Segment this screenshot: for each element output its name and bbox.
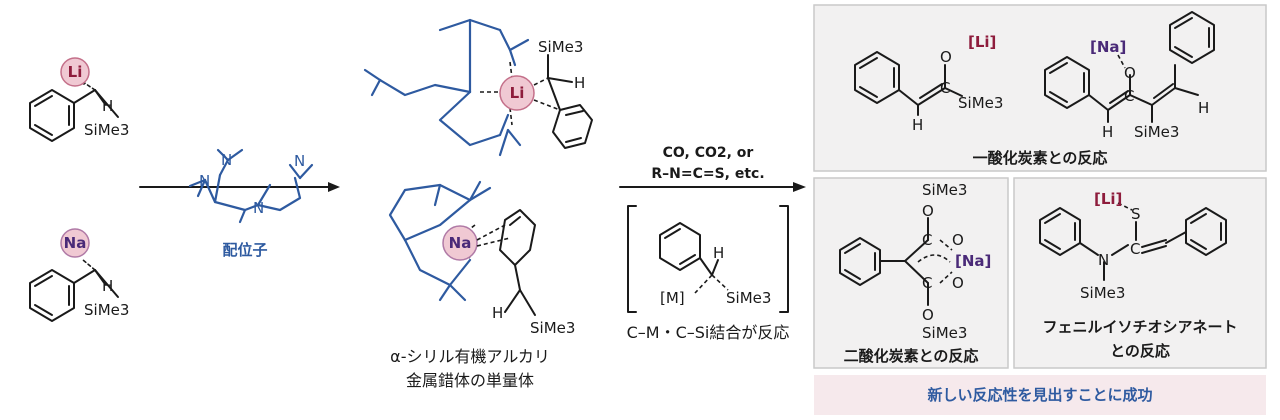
h-atom-label: H bbox=[492, 304, 503, 322]
silyl-label: SiMe3 bbox=[84, 301, 129, 319]
success-banner bbox=[814, 375, 1266, 415]
h-atom-label: H bbox=[574, 74, 585, 92]
itc-panel-title-line1: フェニルイソチオシアネート bbox=[1042, 318, 1237, 336]
co-product-li: O C H SiMe3 [Li] bbox=[854, 33, 1003, 134]
co2-panel-title: 二酸化炭素との反応 bbox=[844, 347, 979, 365]
silyl-label: SiMe3 bbox=[958, 94, 1003, 112]
lithium-label: Li bbox=[510, 84, 525, 102]
ligand-structure: N N N N bbox=[188, 148, 314, 224]
sodium-tag: [Na] bbox=[955, 252, 991, 270]
silyl-label: SiMe3 bbox=[1134, 123, 1179, 141]
h-atom-label: H bbox=[1198, 99, 1209, 117]
intermediate-bracket: [M] H SiMe3 bbox=[627, 205, 789, 313]
silyl-label: SiMe3 bbox=[84, 121, 129, 139]
lithium-tag: [Li] bbox=[968, 33, 996, 51]
silyl-label: SiMe3 bbox=[530, 319, 575, 337]
success-banner-text: 新しい反応性を見出すことに成功 bbox=[927, 386, 1152, 404]
nitrogen-label: N bbox=[1098, 251, 1109, 269]
oxygen-label: O bbox=[922, 306, 934, 324]
sodium-complex: Na H SiMe3 bbox=[388, 180, 575, 337]
carbon-label: C bbox=[1124, 87, 1134, 105]
silyl-label: SiMe3 bbox=[538, 38, 583, 56]
metal-m-label: [M] bbox=[660, 289, 685, 307]
ligand-caption: 配位子 bbox=[222, 241, 267, 259]
ligand-n-atom: N bbox=[199, 172, 210, 190]
silyl-label: SiMe3 bbox=[726, 289, 771, 307]
sodium-atom-circle bbox=[442, 225, 478, 261]
sodium-atom-circle bbox=[60, 228, 90, 258]
carbon-label: C bbox=[1130, 240, 1140, 258]
reagents-line1: CO, CO2, or bbox=[663, 145, 754, 161]
benzyl-sodium-reactant: Na H SiMe3 bbox=[29, 228, 129, 322]
h-atom-label: H bbox=[102, 277, 113, 295]
co-product-na: O C H H SiMe3 [Na] bbox=[1044, 11, 1215, 141]
lithium-label: Li bbox=[68, 63, 83, 81]
main-arrow-head bbox=[793, 182, 806, 192]
ligand-n-atom: N bbox=[221, 151, 232, 169]
ligand-n-atom: N bbox=[294, 152, 305, 170]
cleavage-caption: C–M・C–Si結合が反応 bbox=[627, 323, 790, 342]
reagents-line2: R–N=C=S, etc. bbox=[651, 166, 764, 182]
carbon-label: C bbox=[940, 79, 950, 97]
complex-caption-line2: 金属錯体の単量体 bbox=[406, 371, 534, 390]
h-atom-label: H bbox=[912, 116, 923, 134]
carbon-label: C bbox=[922, 274, 932, 292]
oxygen-label: O bbox=[952, 274, 964, 292]
silyl-label: SiMe3 bbox=[1080, 284, 1125, 302]
carbon-label: C bbox=[922, 231, 932, 249]
h-atom-label: H bbox=[1102, 123, 1113, 141]
sodium-tag: [Na] bbox=[1090, 38, 1126, 56]
itc-panel-title-line2: との反応 bbox=[1110, 342, 1170, 360]
lithium-atom-circle bbox=[499, 75, 535, 111]
co2-product: SiMe3 O C O C O O SiMe3 [Na] bbox=[839, 181, 991, 342]
sulfur-label: S bbox=[1131, 205, 1141, 223]
lithium-atom-circle bbox=[60, 57, 90, 87]
co-panel-title: 一酸化炭素との反応 bbox=[973, 149, 1108, 167]
complex-caption-line1: α-シリル有機アルカリ bbox=[390, 347, 550, 366]
arrow-1-head bbox=[328, 182, 340, 192]
ligand-n-atom: N bbox=[253, 199, 264, 217]
lithium-complex: Li SiMe3 H bbox=[363, 18, 593, 157]
sodium-label: Na bbox=[449, 234, 472, 252]
sodium-label: Na bbox=[64, 234, 87, 252]
oxygen-label: O bbox=[922, 202, 934, 220]
oxygen-label: O bbox=[952, 231, 964, 249]
oxygen-label: O bbox=[1124, 64, 1136, 82]
silyl-label: SiMe3 bbox=[922, 324, 967, 342]
benzyl-lithium-reactant: Li H SiMe3 bbox=[29, 57, 129, 142]
lithium-tag: [Li] bbox=[1094, 190, 1122, 208]
co-product-panel bbox=[813, 4, 1267, 172]
oxygen-label: O bbox=[940, 48, 952, 66]
co2-product-panel bbox=[813, 177, 1009, 369]
h-atom-label: H bbox=[713, 244, 724, 262]
itc-product: N C S SiMe3 [Li] bbox=[1039, 190, 1227, 302]
silyl-label: SiMe3 bbox=[922, 181, 967, 199]
h-atom-label: H bbox=[102, 97, 113, 115]
